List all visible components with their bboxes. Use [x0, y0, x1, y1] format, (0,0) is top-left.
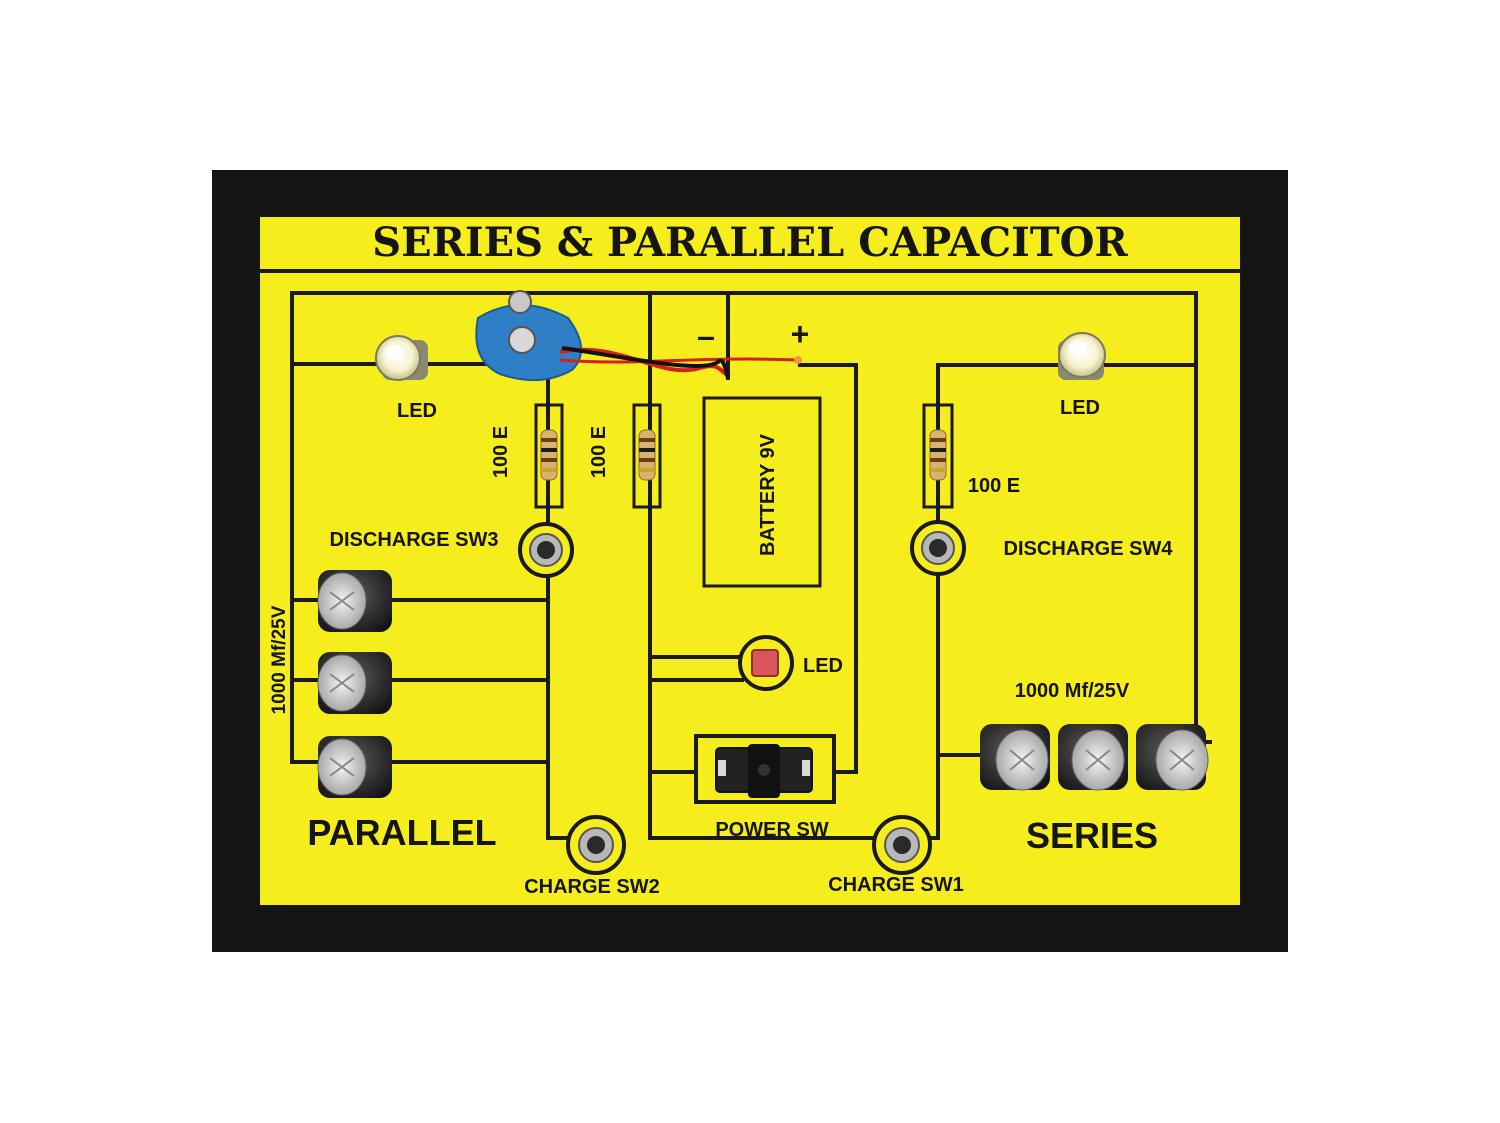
charge-sw1-button[interactable] [872, 815, 932, 875]
parallel-label: PARALLEL [307, 812, 496, 853]
discharge-sw3-label: DISCHARGE SW3 [330, 529, 499, 551]
resistor-1-label: 100 E [490, 426, 512, 478]
led-center-label: LED [803, 655, 843, 677]
led-left [375, 335, 428, 381]
left-wire [290, 291, 550, 764]
series-capacitor-1 [980, 724, 1050, 791]
series-capacitor-label: 1000 Mf/25V [1015, 680, 1130, 702]
battery-label: BATTERY 9V [757, 433, 779, 556]
parallel-capacitor-3 [317, 736, 392, 798]
resistor-2 [632, 403, 662, 509]
led-center [738, 635, 794, 691]
discharge-sw4-label: DISCHARGE SW4 [1004, 538, 1174, 560]
parallel-capacitor-label: 1000 Mf/25V [269, 605, 290, 714]
resistor-2-label: 100 E [588, 426, 610, 478]
led-right-label: LED [1060, 397, 1100, 419]
resistor-3-label: 100 E [968, 475, 1020, 497]
top-wire [290, 291, 1198, 744]
plus-sign: + [791, 316, 810, 352]
parallel-capacitor-1 [317, 570, 392, 632]
charge-sw2-button[interactable] [566, 815, 626, 875]
discharge-sw3-button[interactable] [518, 522, 574, 578]
series-capacitor-2 [1058, 724, 1128, 791]
board-title: SERIES & PARALLEL CAPACITOR [372, 219, 1128, 266]
resistor-1 [534, 403, 564, 509]
led-right [1058, 332, 1106, 380]
charge-sw2-label: CHARGE SW2 [524, 876, 660, 898]
parallel-capacitor-2 [317, 652, 392, 714]
battery-clip [475, 290, 802, 382]
power-switch[interactable] [694, 734, 836, 804]
series-label: SERIES [1026, 815, 1158, 856]
minus-sign: – [697, 318, 715, 354]
battery-outline [702, 396, 822, 588]
discharge-sw4-button[interactable] [910, 520, 966, 576]
led-left-label: LED [397, 400, 437, 422]
charge-sw1-label: CHARGE SW1 [828, 874, 964, 896]
power-sw-label: POWER SW [715, 819, 828, 841]
resistor-3 [922, 403, 954, 509]
series-capacitor-3 [1136, 724, 1209, 791]
